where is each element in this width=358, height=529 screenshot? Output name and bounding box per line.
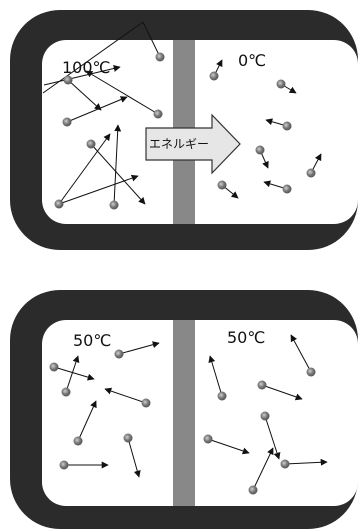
particle	[217, 180, 227, 190]
particle-arrow	[118, 341, 160, 355]
particle	[306, 367, 316, 377]
particle	[59, 460, 69, 470]
top-left-particle-dots	[54, 52, 165, 210]
particle-arrow	[207, 438, 250, 455]
particle-arrow	[58, 133, 111, 205]
particle-arrow	[104, 387, 147, 404]
particle	[141, 398, 151, 408]
particle-arrow	[90, 143, 146, 205]
top-right-particle-dots	[209, 71, 316, 194]
particle-arrow	[264, 415, 281, 460]
particle-arrow	[113, 124, 122, 206]
particle	[54, 199, 64, 209]
energy-label: エネルギー	[149, 137, 209, 151]
particle-arrow	[208, 355, 223, 397]
particle-arrow	[58, 174, 139, 205]
particle	[282, 184, 292, 194]
top-left-particles	[42, 21, 161, 206]
particle-arrow	[77, 400, 97, 442]
top-container: 100℃ 0℃ エネルギー	[10, 10, 358, 250]
bottom-left-particle-dots	[49, 349, 151, 470]
particle-arrow	[67, 79, 102, 111]
particle	[255, 145, 265, 155]
particle-arrow	[65, 355, 80, 393]
particle-arrow	[43, 65, 121, 86]
particle	[63, 75, 73, 85]
particle	[62, 117, 72, 127]
particle	[61, 387, 71, 397]
particle-arrow	[142, 21, 161, 58]
particle	[123, 433, 133, 443]
particle	[109, 200, 119, 210]
particle	[86, 139, 96, 149]
bottom-right-particle-dots	[203, 367, 316, 495]
particle	[217, 391, 227, 401]
particle	[248, 485, 258, 495]
particle-arrow	[290, 334, 312, 373]
particle-arrow	[261, 384, 303, 401]
top-right-temp-label: 0℃	[238, 51, 266, 70]
bottom-right-particles	[207, 334, 328, 491]
particle	[73, 436, 83, 446]
particle	[257, 380, 267, 390]
particle-arrow	[66, 96, 128, 123]
particle-arrow	[284, 458, 328, 466]
particle-arrow	[127, 437, 141, 478]
particle	[114, 349, 124, 359]
particle-arrow	[53, 366, 95, 381]
particle	[49, 362, 59, 372]
particle-arrow	[85, 70, 159, 115]
particle	[306, 168, 316, 178]
energy-arrow: エネルギー	[145, 113, 241, 175]
particle	[280, 459, 290, 469]
particle	[153, 109, 163, 119]
bottom-left-temp-label: 50℃	[73, 331, 111, 350]
particle	[276, 79, 286, 89]
particle	[209, 71, 219, 81]
particle	[260, 411, 270, 421]
bottom-left-particles	[53, 341, 160, 478]
particle	[203, 434, 213, 444]
particle	[282, 121, 292, 131]
particle-arrow	[252, 447, 274, 491]
bottom-divider	[173, 320, 195, 506]
particle	[155, 52, 165, 62]
bottom-right-temp-label: 50℃	[227, 328, 265, 347]
bottom-container: 50℃ 50℃	[10, 290, 358, 529]
